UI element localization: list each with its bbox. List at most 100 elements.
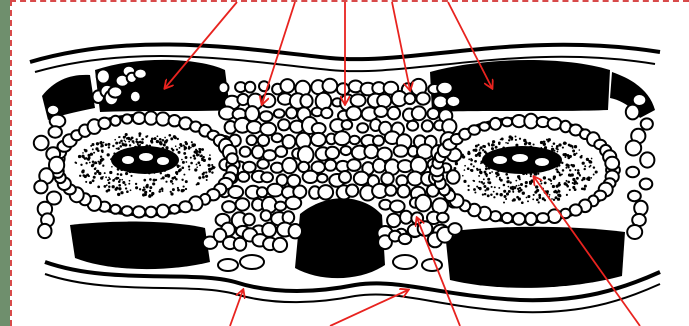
stipple-dot — [586, 158, 589, 161]
stipple-dot — [107, 153, 110, 156]
stipple-dot — [506, 180, 509, 183]
stipple-dot — [116, 148, 118, 150]
parenchyma-cell — [416, 195, 432, 212]
stipple-dot — [495, 146, 498, 149]
parenchyma-cell — [548, 118, 562, 130]
stipple-dot — [558, 143, 561, 146]
parenchyma-cell — [364, 145, 378, 158]
parenchyma-cell — [240, 147, 251, 157]
stipple-dot — [467, 167, 470, 170]
stipple-dot — [569, 169, 571, 171]
parenchyma-cell — [416, 93, 429, 105]
stipple-dot — [193, 155, 196, 158]
stipple-dot — [484, 189, 486, 191]
parenchyma-cell — [339, 171, 351, 183]
parenchyma-cell — [398, 185, 410, 198]
parenchyma-cell — [38, 224, 51, 238]
stipple-dot — [584, 185, 587, 188]
stipple-dot — [513, 186, 516, 189]
stipple-dot — [529, 182, 532, 185]
parenchyma-cell — [640, 179, 653, 190]
parenchyma-cell — [157, 205, 169, 218]
parenchyma-cell — [537, 213, 549, 223]
stipple-dot — [184, 146, 187, 149]
stipple-dot — [482, 149, 484, 151]
stipple-dot — [132, 140, 135, 143]
stipple-dot — [170, 137, 173, 140]
parenchyma-cell — [390, 201, 405, 213]
stipple-dot — [107, 143, 110, 146]
stipple-dot — [109, 171, 112, 174]
stipple-dot — [483, 185, 486, 188]
stipple-dot — [484, 193, 487, 196]
stipple-dot — [515, 180, 517, 182]
stipple-dot — [205, 175, 208, 178]
parenchyma-cell — [282, 158, 297, 173]
parenchyma-cell — [321, 108, 332, 118]
parenchyma-cell — [394, 145, 408, 157]
stipple-dot — [155, 179, 157, 181]
parenchyma-cell — [422, 120, 433, 131]
stipple-dot — [519, 187, 521, 189]
parenchyma-cell — [317, 174, 327, 183]
stipple-dot — [175, 145, 177, 147]
parenchyma-cell — [373, 136, 384, 146]
stipple-dot — [468, 158, 470, 160]
right-xylem-cluster — [482, 146, 562, 174]
stipple-dot — [96, 142, 99, 145]
stipple-dot — [125, 172, 128, 175]
stipple-dot — [474, 191, 476, 193]
parenchyma-cell — [374, 106, 387, 117]
stipple-dot — [203, 159, 206, 162]
parenchyma-cell — [524, 114, 537, 129]
stipple-dot — [115, 142, 118, 145]
stipple-dot — [501, 138, 504, 141]
stipple-dot — [181, 159, 183, 161]
stipple-dot — [520, 183, 523, 186]
stipple-dot — [183, 174, 185, 176]
stipple-dot — [489, 172, 491, 174]
parenchyma-cell — [34, 181, 47, 194]
stipple-dot — [185, 180, 188, 183]
lower-middle-sclerenchyma — [295, 198, 385, 278]
parenchyma-cell — [300, 94, 312, 107]
stipple-dot — [505, 173, 508, 176]
parenchyma-cell — [110, 205, 120, 214]
parenchyma-cell — [227, 153, 238, 164]
stipple-dot — [536, 198, 539, 201]
stipple-dot — [119, 181, 121, 183]
stipple-dot — [491, 144, 494, 147]
stipple-dot — [196, 153, 199, 156]
stipple-dot — [188, 165, 190, 167]
stipple-dot — [89, 162, 91, 164]
stipple-dot — [525, 181, 528, 184]
stipple-dot — [119, 142, 121, 144]
stipple-dot — [569, 189, 571, 191]
parenchyma-cell — [261, 210, 271, 221]
stipple-dot — [566, 194, 568, 196]
stipple-dot — [84, 149, 86, 151]
stipple-dot — [209, 154, 211, 156]
stipple-dot — [503, 202, 505, 204]
stipple-dot — [178, 169, 181, 172]
stipple-dot — [176, 148, 178, 150]
stipple-dot — [172, 149, 175, 152]
stipple-dot — [543, 176, 546, 179]
stipple-dot — [540, 180, 542, 182]
parenchyma-cell — [502, 213, 513, 223]
stipple-dot — [574, 188, 577, 191]
stipple-dot — [162, 176, 165, 179]
stipple-dot — [142, 189, 144, 191]
parenchyma-cell — [388, 107, 401, 120]
parenchyma-cell — [34, 136, 49, 150]
stipple-dot — [161, 187, 164, 190]
stipple-dot — [118, 184, 121, 187]
stipple-dot — [527, 195, 530, 198]
stipple-dot — [573, 153, 576, 156]
stipple-dot — [581, 155, 583, 157]
stipple-dot — [487, 181, 489, 183]
parenchyma-cell — [318, 185, 333, 199]
stipple-dot — [92, 163, 94, 165]
stipple-dot — [82, 174, 85, 177]
